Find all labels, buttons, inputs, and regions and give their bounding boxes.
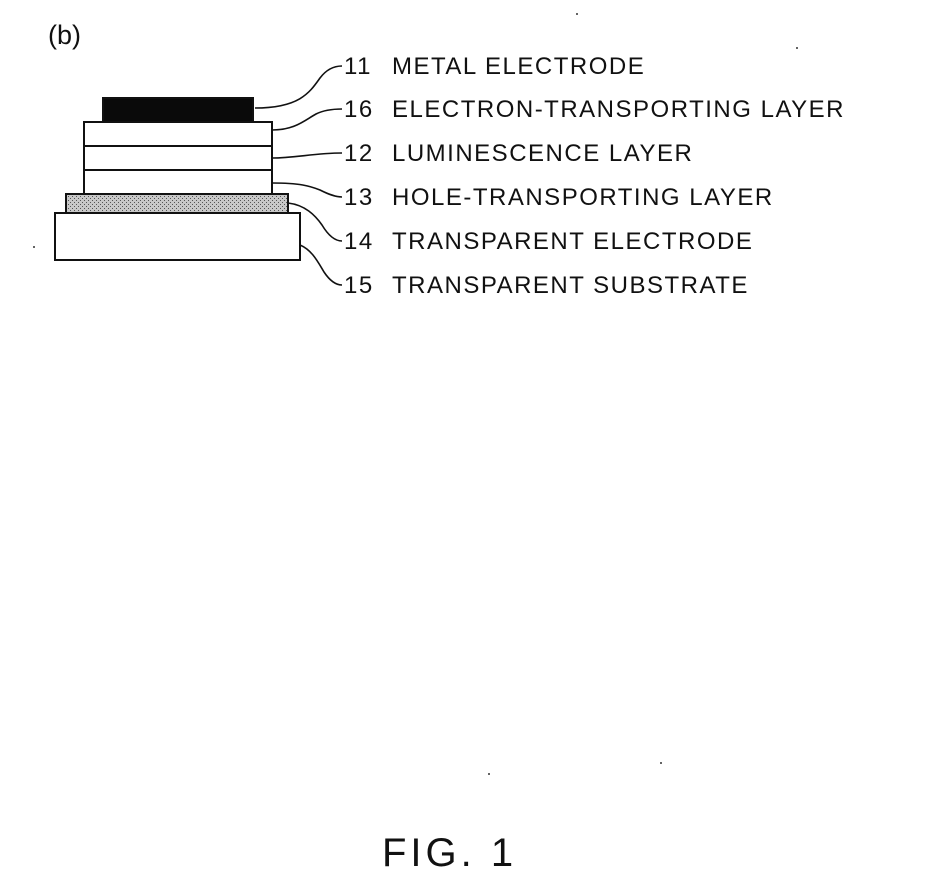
label-metal-electrode: METAL ELECTRODE — [392, 53, 645, 80]
label-transparent-electrode: TRANSPARENT ELECTRODE — [392, 228, 753, 255]
leader-line-12 — [272, 153, 342, 158]
speck — [796, 47, 798, 49]
label-number: 12 — [344, 140, 374, 167]
speck — [488, 773, 490, 775]
label-number: 11 — [344, 53, 372, 80]
metal-electrode-layer — [103, 98, 253, 122]
label-luminescence-layer: LUMINESCENCE LAYER — [392, 140, 693, 167]
label-number: 16 — [344, 96, 374, 123]
speck — [660, 762, 662, 764]
figure-caption: FIG. 1 — [382, 831, 517, 875]
label-electron-transporting-layer: ELECTRON-TRANSPORTING LAYER — [392, 96, 845, 123]
leader-line-16 — [272, 109, 342, 130]
label-transparent-substrate: TRANSPARENT SUBSTRATE — [392, 272, 749, 299]
label-hole-transporting-layer: HOLE-TRANSPORTING LAYER — [392, 184, 774, 211]
speck — [576, 13, 578, 15]
layer-stack — [55, 98, 300, 260]
layer-labels: 11 METAL ELECTRODE 16 ELECTRON-TRANSPORT… — [344, 53, 845, 299]
transparent-substrate-layer — [55, 213, 300, 260]
panel-label: (b) — [48, 20, 81, 50]
transparent-electrode-layer — [66, 194, 288, 213]
label-number: 14 — [344, 228, 374, 255]
hole-transporting-layer — [84, 170, 272, 194]
leader-line-15 — [300, 245, 342, 285]
speck — [33, 246, 35, 248]
leader-line-11 — [255, 66, 342, 108]
electron-transporting-layer — [84, 122, 272, 146]
label-number: 13 — [344, 184, 374, 211]
label-number: 15 — [344, 272, 374, 299]
luminescence-layer — [84, 146, 272, 170]
